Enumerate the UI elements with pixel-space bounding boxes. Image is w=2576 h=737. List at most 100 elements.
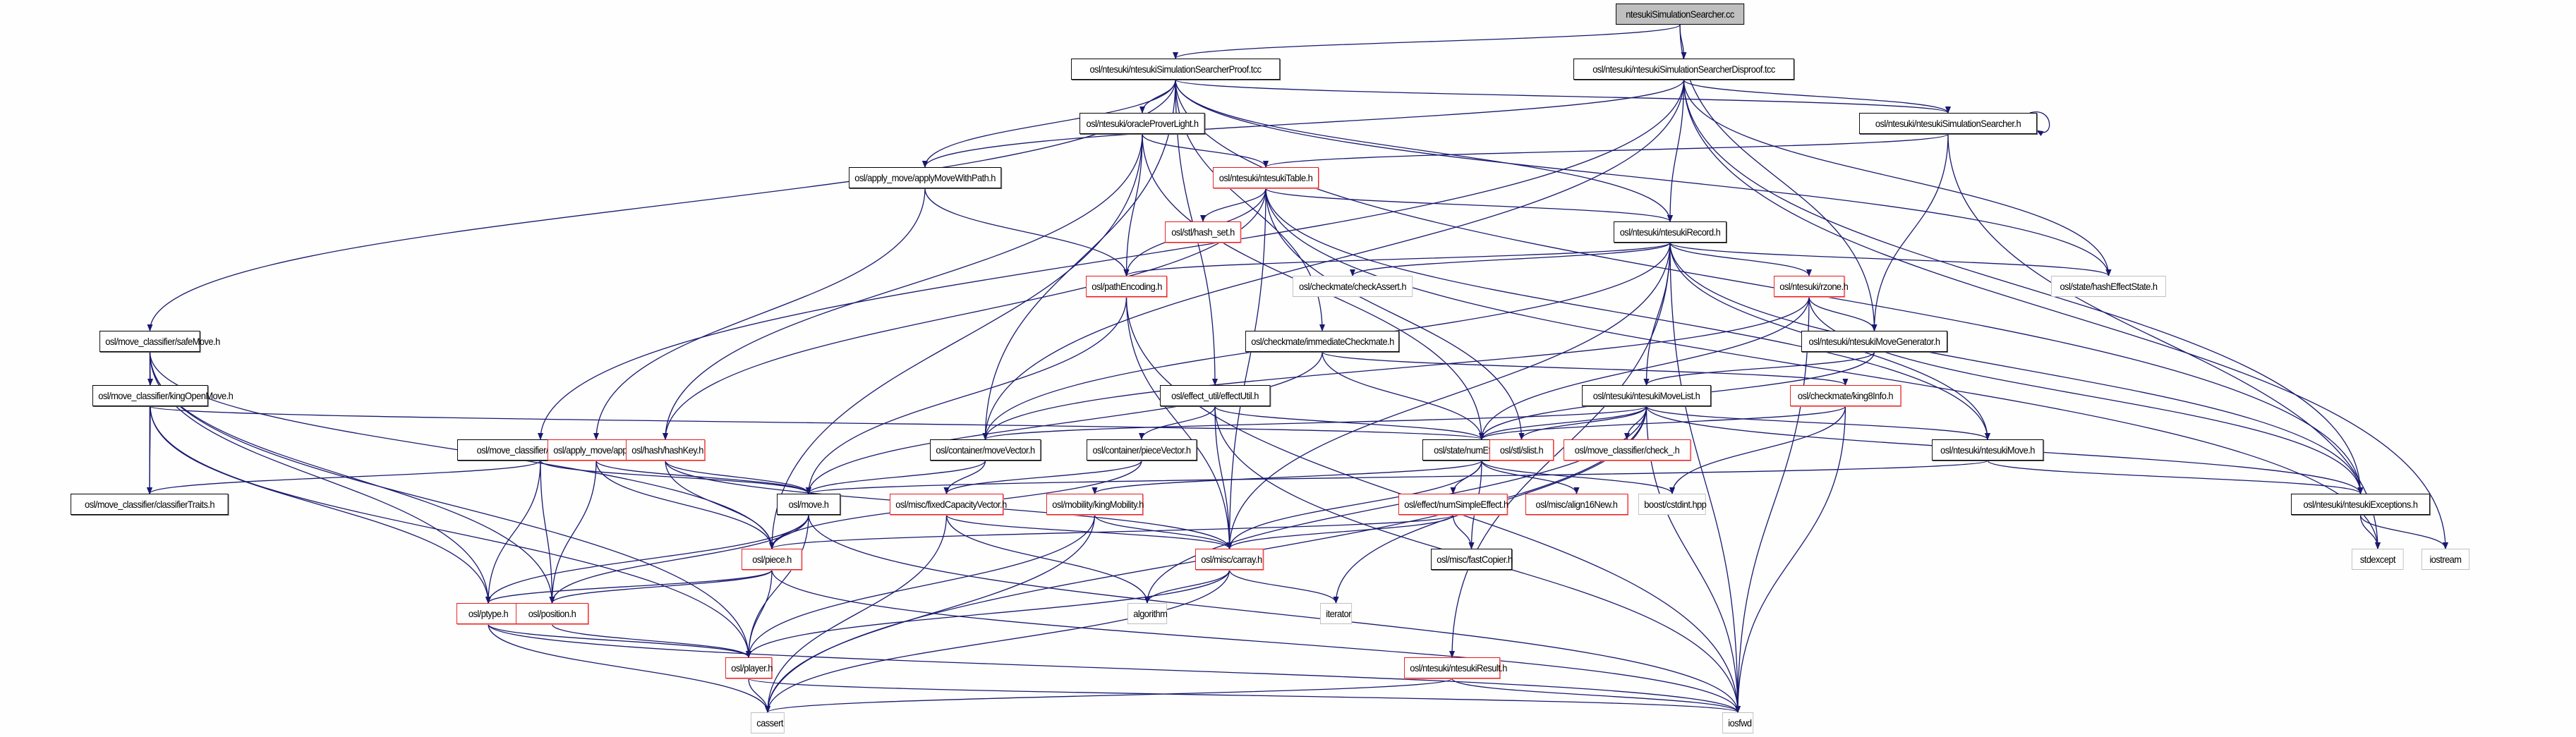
- graph-node-king8[interactable]: osl/checkmate/king8Info.h: [1790, 385, 1901, 406]
- graph-node-rzone[interactable]: osl/ntesuki/rzone.h: [1774, 276, 1849, 297]
- graph-node-align16[interactable]: osl/misc/align16New.h: [1525, 494, 1628, 515]
- edge-king8-to-iosfwd: [1735, 406, 1846, 713]
- edge-kingopen-to-player: [150, 406, 751, 658]
- edge-fixedcap-to-cassert: [765, 514, 948, 713]
- graph-node-iterator[interactable]: iterator: [1320, 603, 1352, 624]
- edge-immcheck-to-numeffect: [1322, 351, 1484, 440]
- edge-table-to-carray: [1226, 188, 1266, 549]
- edge-disproof-to-record: [1667, 79, 1685, 222]
- graph-node-result[interactable]: osl/ntesuki/ntesukiResult.h: [1404, 657, 1507, 678]
- graph-node-carray[interactable]: osl/misc/carray.h: [1195, 549, 1264, 570]
- graph-node-amwp[interactable]: osl/apply_move/applyMoveWithPath.h: [849, 167, 1001, 188]
- graph-node-iostream[interactable]: iostream: [2421, 549, 2469, 570]
- graph-node-root[interactable]: ntesukiSimulationSearcher.cc: [1616, 4, 1744, 25]
- graph-node-check_[interactable]: osl/move_classifier/check_.h: [1564, 439, 1691, 461]
- graph-node-piece[interactable]: osl/piece.h: [742, 549, 802, 570]
- edge-king8-to-numeffect: [1479, 406, 1846, 440]
- edge-carray-to-cassert: [765, 569, 1230, 713]
- graph-node-exceptions[interactable]: osl/ntesuki/ntesukiExceptions.h: [2291, 494, 2430, 515]
- graph-node-cassert[interactable]: cassert: [751, 712, 785, 733]
- graph-node-fastcopier[interactable]: osl/misc/fastCopier.h: [1431, 549, 1513, 570]
- edge-ptype-to-player: [488, 623, 751, 658]
- graph-node-pathenc[interactable]: osl/pathEncoding.h: [1086, 276, 1167, 297]
- edge-oracle-to-hashkey: [663, 133, 1143, 440]
- edge-pathenc-to-move: [806, 296, 1127, 494]
- edge-piece-to-iosfwd: [771, 569, 1741, 713]
- graph-node-kingmob[interactable]: osl/mobility/kingMobility.h: [1046, 494, 1144, 515]
- edge-proof-to-hashes: [1175, 79, 2112, 276]
- edge-disproof-to-exceptions: [1683, 79, 2364, 494]
- edge-king8-to-cstdint: [1669, 406, 1846, 494]
- edge-record-to-pathenc: [1123, 242, 1671, 276]
- graph-node-kingopen[interactable]: osl/move_classifier/kingOpenMove.h: [92, 385, 234, 406]
- graph-node-ptype[interactable]: osl/ptype.h: [456, 603, 520, 624]
- edge-kingmob-to-carray: [1094, 514, 1233, 549]
- graph-node-ntmove[interactable]: osl/ntesuki/ntesukiMove.h: [1932, 439, 2043, 461]
- edge-kingopen-to-ptype: [150, 406, 491, 604]
- graph-node-classtraits[interactable]: osl/move_classifier/classifierTraits.h: [71, 494, 229, 515]
- edge-disproof-to-amwp: [922, 79, 1685, 168]
- graph-node-safemove[interactable]: osl/move_classifier/safeMove.h: [99, 331, 220, 352]
- graph-node-searcherh[interactable]: osl/ntesuki/ntesukiSimulationSearcher.h: [1859, 113, 2037, 134]
- edge-moveadaptor-to-ptype: [485, 460, 541, 604]
- edge-root-to-movegen: [1679, 24, 1877, 331]
- edge-applymove-to-piece: [595, 460, 775, 549]
- edge-ntmove-to-exceptions: [1987, 460, 2364, 494]
- graph-node-position[interactable]: osl/position.h: [516, 603, 588, 624]
- edge-carray-to-algorithm: [1144, 569, 1230, 604]
- graph-node-player[interactable]: osl/player.h: [725, 657, 773, 678]
- graph-node-iosfwd[interactable]: iosfwd: [1722, 712, 1753, 733]
- edge-record-to-hashes: [1669, 242, 2112, 276]
- graph-node-slist[interactable]: osl/stl/slist.h: [1489, 439, 1554, 461]
- graph-node-hashes[interactable]: osl/state/hashEffectState.h: [2051, 276, 2166, 297]
- graph-node-stdexcept[interactable]: stdexcept: [2352, 549, 2404, 570]
- graph-node-oracle[interactable]: osl/ntesuki/oracleProverLight.h: [1080, 113, 1205, 134]
- edge-fixedcap-to-algorithm: [945, 514, 1150, 604]
- edge-immcheck-to-move: [806, 351, 1323, 494]
- edge-proof-to-exceptions: [1175, 79, 2364, 494]
- edge-record-to-carray: [1226, 242, 1671, 549]
- edge-movevector-to-move: [806, 460, 986, 494]
- edge-piece-to-player: [746, 569, 773, 658]
- edge-movelist-to-slist: [1518, 406, 1647, 440]
- edge-numeffect-to-kingmob: [1092, 460, 1482, 494]
- edge-move-to-iosfwd: [808, 514, 1741, 713]
- graph-node-disproof[interactable]: osl/ntesuki/ntesukiSimulationSearcherDis…: [1573, 59, 1794, 80]
- graph-node-move[interactable]: osl/move.h: [777, 494, 840, 515]
- graph-node-effectutil[interactable]: osl/effect_util/effectUtil.h: [1160, 385, 1270, 406]
- graph-node-algorithm[interactable]: algorithm: [1127, 603, 1168, 624]
- edge-ptype-to-cassert: [488, 623, 770, 713]
- graph-node-movevector[interactable]: osl/container/moveVector.h: [930, 439, 1041, 461]
- edge-disproof-to-iostream: [1683, 79, 2448, 549]
- graph-node-hashset[interactable]: osl/stl/hash_set.h: [1165, 221, 1241, 243]
- edge-numeffect-to-align16: [1481, 460, 1580, 494]
- graph-node-fixedcap[interactable]: osl/misc/fixedCapacityVector.h: [890, 494, 1007, 515]
- graph-node-proof[interactable]: osl/ntesuki/ntesukiSimulationSearcherPro…: [1071, 59, 1280, 80]
- edge-move-to-player: [746, 514, 809, 658]
- graph-node-cstdint[interactable]: boost/cstdint.hpp: [1638, 494, 1707, 515]
- edge-record-to-rzone: [1669, 242, 1812, 276]
- edge-moveadaptor-to-position: [540, 460, 555, 604]
- graph-node-movegen[interactable]: osl/ntesuki/ntesukiMoveGenerator.h: [1801, 331, 1947, 352]
- edge-movelist-to-numeffect: [1479, 406, 1647, 440]
- edge-piece-to-position: [549, 569, 773, 604]
- graph-node-table[interactable]: osl/ntesuki/ntesukiTable.h: [1213, 167, 1319, 188]
- edge-numsimple-to-fastcopier: [1452, 514, 1475, 549]
- edge-record-to-iosfwd: [1669, 242, 1741, 713]
- graph-node-record[interactable]: osl/ntesuki/ntesukiRecord.h: [1614, 221, 1727, 243]
- graph-node-hashkey[interactable]: osl/hash/hashKey.h: [626, 439, 705, 461]
- edge-oracle-to-piece: [769, 133, 1143, 549]
- graph-node-immcheck[interactable]: osl/checkmate/immediateCheckmate.h: [1245, 331, 1399, 352]
- edge-ntmove-to-move: [806, 460, 1988, 494]
- edge-searcherh-to-table: [1263, 133, 1949, 168]
- edge-movelist-to-ntmove: [1645, 406, 1990, 440]
- graph-node-movelist[interactable]: osl/ntesuki/ntesukiMoveList.h: [1582, 385, 1711, 406]
- edge-root-to-proof: [1173, 24, 1681, 59]
- edge-player-to-iosfwd: [748, 678, 1741, 713]
- graph-node-numsimple[interactable]: osl/effect/numSimpleEffect.h: [1398, 494, 1508, 515]
- graph-node-checkassert[interactable]: osl/checkmate/checkAssert.h: [1293, 276, 1413, 297]
- graph-node-piecevector[interactable]: osl/container/pieceVector.h: [1087, 439, 1197, 461]
- edge-position-to-player: [551, 623, 751, 658]
